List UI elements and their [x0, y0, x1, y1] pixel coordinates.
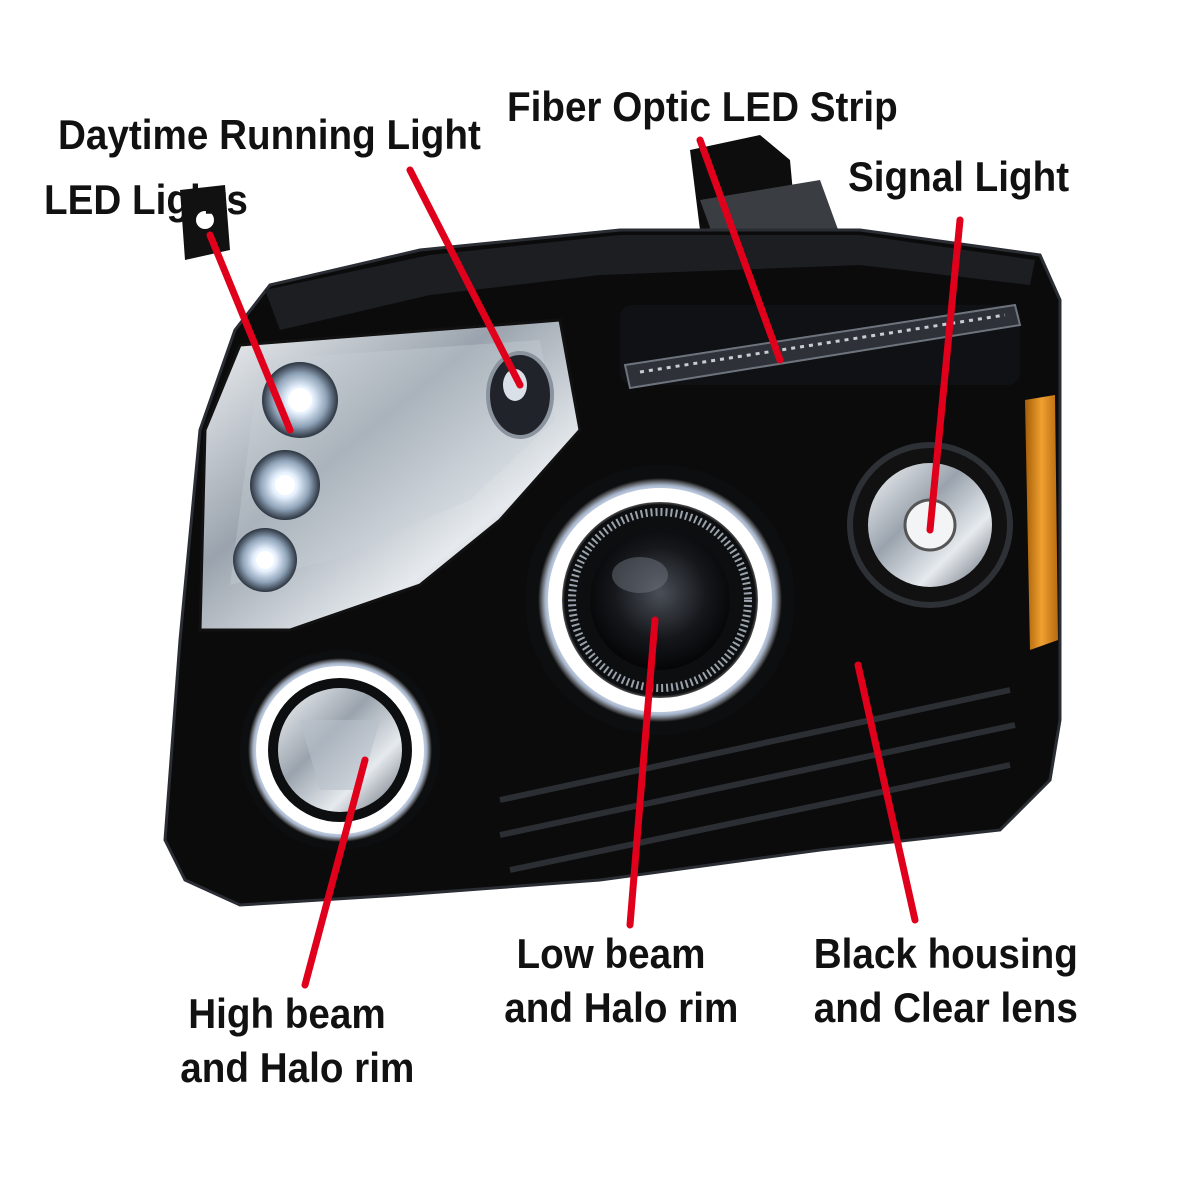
callout-signal-light: Signal Light — [848, 153, 1070, 200]
leader-line-daytime-running — [406, 166, 524, 389]
callout-daytime-running: Daytime Running Light — [58, 111, 481, 158]
low-beam-projector — [525, 465, 795, 735]
callout-fiber-optic: Fiber Optic LED Strip — [507, 83, 898, 130]
leader-line-signal-light — [926, 216, 964, 534]
callout-led-lights: LED Lights — [44, 176, 248, 223]
callout-high-beam-line2: and Halo rim — [180, 1044, 415, 1091]
leader-line-led-lights — [206, 231, 294, 434]
leader-line-black-housing — [854, 661, 919, 924]
leader-line-fiber-optic — [696, 136, 784, 364]
leader-line-low-beam — [626, 616, 659, 929]
callout-low-beam-line2: and Halo rim — [504, 984, 739, 1031]
callout-high-beam-line1: High beam — [188, 990, 386, 1037]
callout-black-housing: Black housing and Clear lens — [813, 927, 1078, 1035]
amber-side-marker — [1025, 395, 1058, 650]
daytime-running-bulb — [486, 351, 554, 439]
callout-high-beam: High beam and Halo rim — [180, 987, 415, 1095]
callout-low-beam-line1: Low beam — [516, 930, 706, 977]
callout-low-beam: Low beam and Halo rim — [504, 927, 739, 1035]
leader-lines — [206, 136, 964, 989]
callout-black-housing-line2: and Clear lens — [813, 984, 1078, 1031]
housing-ribs — [499, 687, 1016, 873]
fiber-optic-strip — [620, 303, 1022, 390]
leader-line-high-beam — [301, 756, 369, 989]
high-beam-reflector — [240, 650, 440, 850]
led-lights-cluster — [233, 362, 338, 592]
callout-black-housing-line1: Black housing — [813, 930, 1078, 977]
